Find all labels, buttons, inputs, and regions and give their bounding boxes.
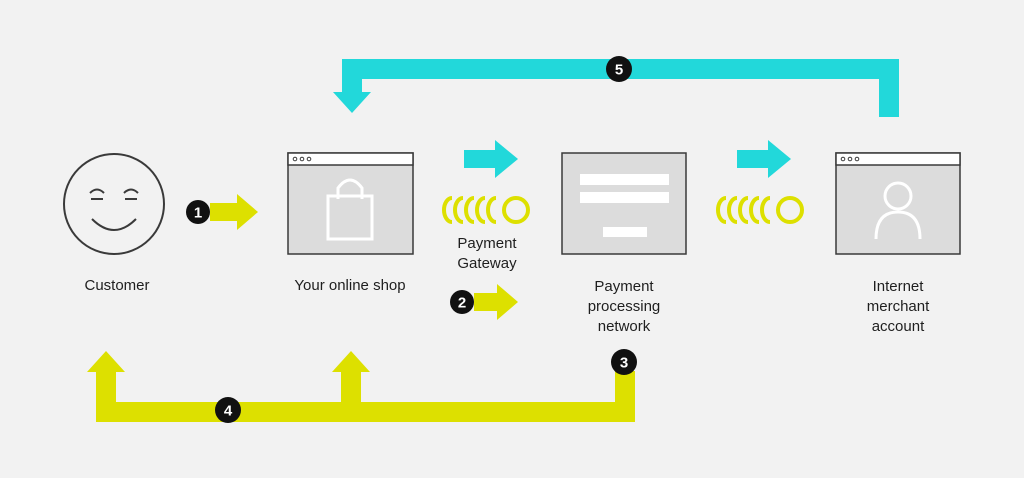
arrow-step-2 — [474, 284, 518, 320]
shop-label: Your online shop — [294, 277, 406, 294]
svg-text:3: 3 — [620, 355, 628, 372]
coin-stack-icon-network — [716, 196, 804, 224]
shopping-bag-icon — [326, 178, 374, 241]
payment-network-window — [561, 152, 687, 255]
merchant-label: Internet merchant account — [866, 278, 930, 335]
step-badge-4: 4 — [215, 397, 241, 423]
step-badge-2: 2 — [450, 290, 474, 314]
return-arrow-step-4 — [87, 351, 635, 422]
merchant-account-window — [835, 152, 961, 255]
step-badge-5: 5 — [606, 56, 632, 82]
svg-text:2: 2 — [458, 295, 466, 312]
gateway-label: Payment Gateway — [457, 235, 517, 272]
arrow-step-1 — [210, 194, 258, 230]
svg-text:4: 4 — [224, 403, 233, 420]
online-shop-window — [287, 152, 414, 255]
svg-text:5: 5 — [615, 62, 623, 79]
smiley-face-icon — [63, 153, 165, 255]
customer-label: Customer — [84, 277, 150, 294]
coin-stack-icon-gateway — [442, 196, 530, 224]
network-label: Payment processing network — [587, 278, 661, 335]
step-badge-1: 1 — [186, 200, 210, 224]
svg-text:1: 1 — [194, 205, 202, 222]
user-icon — [874, 181, 922, 240]
step-badge-3: 3 — [611, 349, 637, 375]
teal-arrow-gateway — [464, 140, 518, 178]
teal-arrow-network — [737, 140, 791, 178]
